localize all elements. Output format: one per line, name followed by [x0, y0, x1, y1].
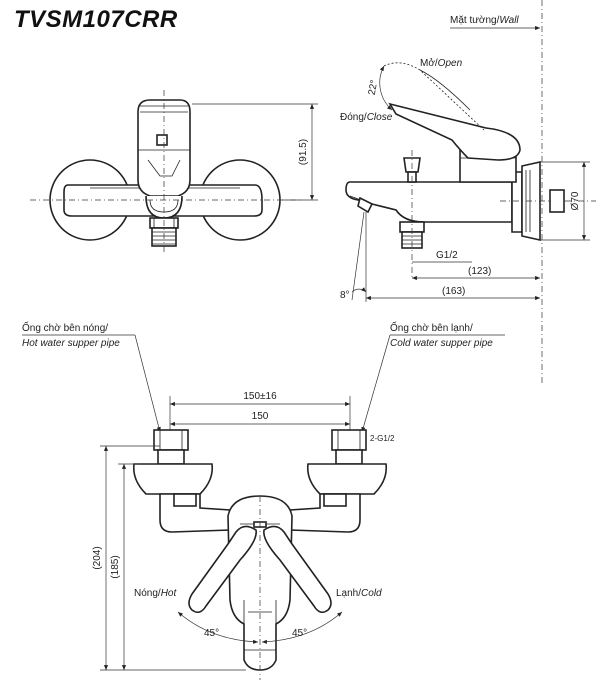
cold-label: Lạnh/Cold [336, 588, 382, 599]
front-view: (91.5) [30, 90, 318, 255]
hot-pipe-label: Ống chờ bên nóng/ [22, 320, 108, 334]
dim-70: Ø70 [570, 191, 581, 210]
hot-label: Nóng/Hot [134, 588, 177, 599]
side-view: Mặt tường/Wall 22° Mở/Open Đóng/Close [340, 0, 596, 385]
lever-close [388, 102, 521, 161]
wall-label: Mặt tường/Wall [450, 15, 519, 26]
lever-cold-position [263, 525, 332, 614]
angle-right-45: 45° [292, 628, 307, 639]
angle-22: 22° [367, 79, 380, 96]
dim-163: (163) [442, 286, 465, 297]
cold-pipe-label: Ống chờ bên lạnh/ [390, 320, 473, 334]
dim-185: (185) [110, 555, 121, 578]
close-label: Đóng/Close [340, 112, 393, 123]
angle-8: 8° [340, 290, 350, 301]
hot-pipe-label-en: Hot water supper pipe [22, 338, 120, 349]
angle-left-45: 45° [204, 628, 219, 639]
left-escutcheon [132, 463, 214, 495]
mount-block [549, 189, 565, 213]
side-body [345, 181, 513, 223]
open-label: Mở/Open [420, 57, 463, 69]
right-escutcheon [306, 463, 388, 495]
dim-150: 150 [252, 411, 269, 422]
right-supply-pipe [331, 429, 367, 451]
spout-tip [357, 196, 374, 214]
top-view: Ống chờ bên nóng/ Hot water supper pipe … [22, 320, 505, 680]
lever-hot-position [188, 525, 257, 614]
dim-2-g12: 2-G1/2 [370, 434, 395, 443]
cold-pipe-label-en: Cold water supper pipe [390, 338, 493, 349]
indicator-dot [156, 134, 168, 146]
dim-91-5: (91.5) [298, 139, 309, 165]
dim-g12: G1/2 [436, 250, 458, 261]
dim-150-16: 150±16 [243, 391, 277, 402]
left-supply-pipe [153, 429, 189, 451]
dim-123: (123) [468, 266, 491, 277]
dim-204: (204) [92, 546, 103, 569]
model-title: TVSM107CRR [14, 6, 178, 33]
